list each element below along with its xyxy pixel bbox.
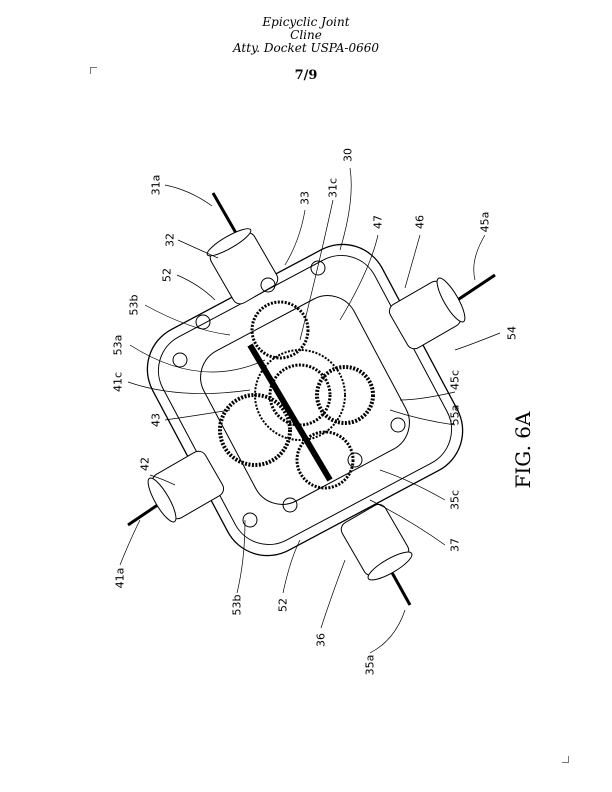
page-number: 7/9: [294, 68, 318, 83]
ref-label: 32: [163, 233, 177, 247]
crop-mark-top-left: [90, 67, 97, 74]
ref-label: 35a: [363, 654, 377, 676]
ref-label: 33: [298, 191, 312, 205]
ref-label: 45a: [478, 211, 492, 233]
ref-label: 41c: [111, 371, 125, 393]
ref-label: 55a: [448, 404, 462, 426]
center-shaft: [247, 343, 333, 482]
ref-label: 37: [448, 538, 462, 552]
ref-label: 52: [276, 598, 290, 612]
hub-36: [340, 503, 413, 581]
housing-frame: [146, 243, 464, 557]
ref-label: 36: [314, 633, 328, 647]
ref-label: 31c: [326, 177, 340, 199]
ref-label: 47: [371, 215, 385, 229]
ref-label: 35c: [448, 489, 462, 511]
ref-label: 54: [505, 326, 519, 340]
hub-32: [206, 228, 279, 305]
gears: [218, 300, 375, 490]
hub-42: [147, 450, 225, 523]
ref-label: 43: [149, 413, 163, 427]
ref-label: 53a: [111, 334, 125, 356]
header-inventor: Cline: [290, 28, 322, 42]
ref-label: 42: [138, 457, 152, 471]
figure-title: FIG. 6A: [511, 411, 535, 489]
ref-label: 45c: [448, 369, 462, 391]
header-title: Epicyclic Joint: [262, 15, 350, 29]
ref-label: 53b: [230, 594, 244, 616]
header-docket: Atty. Docket USPA-0660: [232, 41, 380, 55]
crop-mark-bottom-right: [562, 756, 569, 763]
hub-46: [388, 277, 466, 350]
ref-label: 53b: [127, 294, 141, 316]
ref-label: 52: [160, 268, 174, 282]
ref-label: 46: [413, 215, 427, 229]
ref-label: 31a: [149, 174, 163, 196]
ref-label: 30: [341, 148, 355, 162]
leader-lines: [119, 167, 501, 654]
ref-label: 41a: [113, 567, 127, 589]
nuts: [172, 260, 406, 528]
